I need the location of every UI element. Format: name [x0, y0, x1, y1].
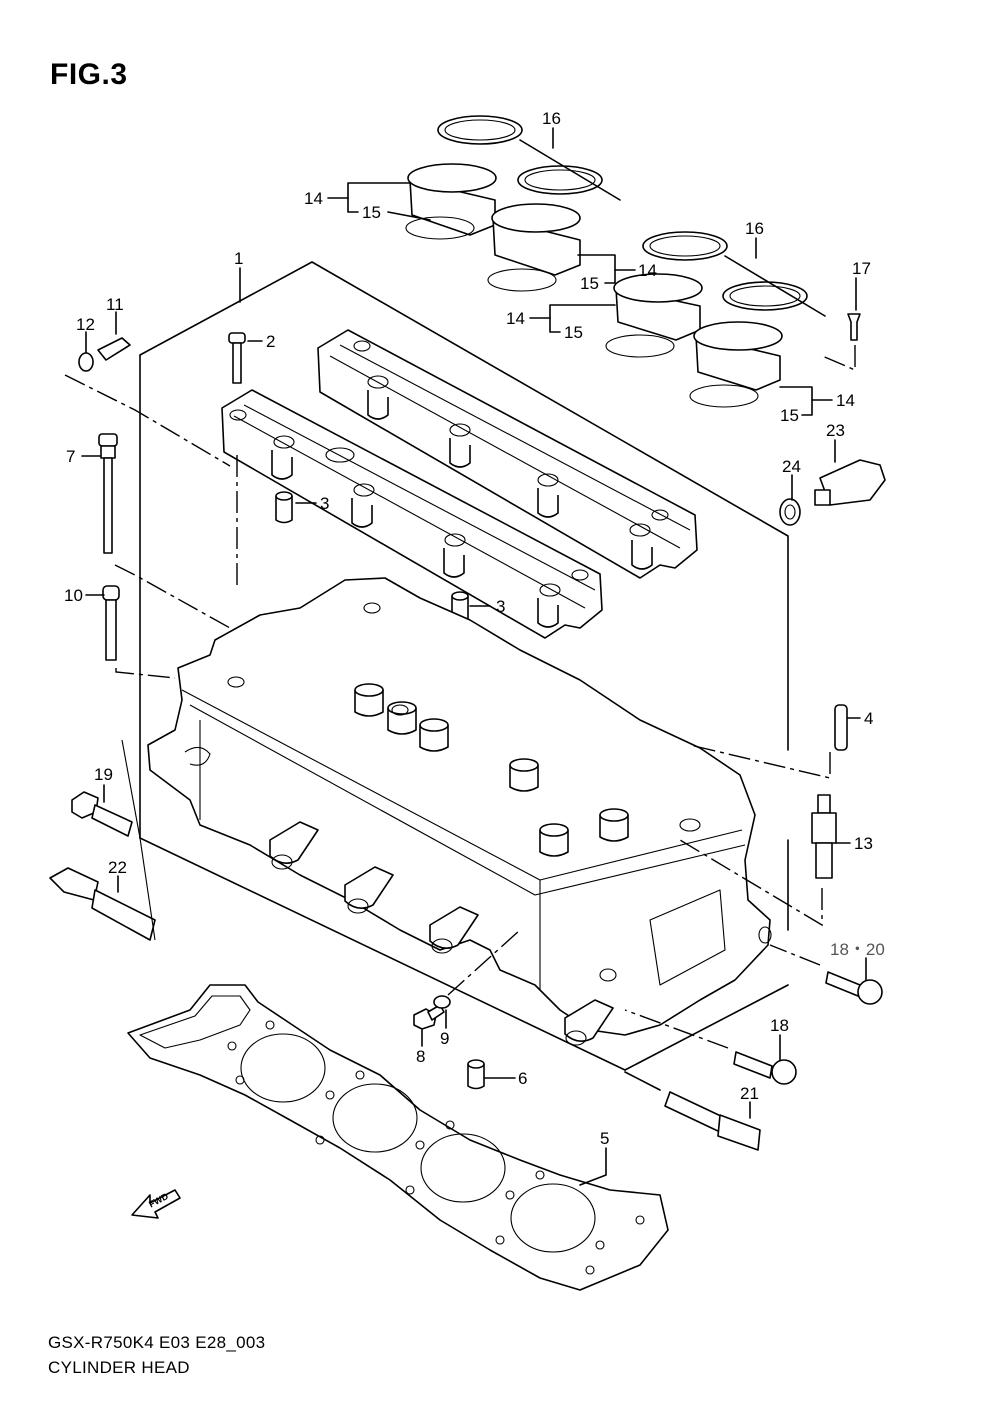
bolt-7: [98, 433, 231, 629]
callout-9: 9: [440, 1029, 449, 1048]
diagram-title: CYLINDER HEAD: [48, 1358, 190, 1377]
callout-16-b: 16: [745, 219, 764, 238]
washer-9: [433, 929, 521, 1009]
callout-4: 4: [864, 709, 873, 728]
bolt-19: [71, 791, 133, 837]
callout-6: 6: [518, 1069, 527, 1088]
camshaft-housing-rear: [317, 329, 698, 579]
leader-lines: [81, 127, 867, 1186]
callout-13: 13: [854, 834, 873, 853]
callout-5: 5: [600, 1129, 609, 1148]
callout-22: 22: [108, 858, 127, 877]
bolt-18-20: [769, 944, 883, 1005]
callout-14-c: 14: [506, 309, 525, 328]
callout-labels: 1 2 3 3 4 5 6 7 8 9 10 11 12 13 14 14 14…: [64, 109, 885, 1148]
assembly-boundary: [139, 261, 789, 1071]
callout-15-b: 15: [580, 274, 599, 293]
forward-arrow-icon: FWD: [131, 1189, 181, 1219]
model-code: GSX-R750K4 E03 E28_003: [48, 1333, 266, 1352]
callout-16-a: 16: [542, 109, 561, 128]
temperature-sensor: [814, 459, 886, 506]
callout-18-20: 18・20: [830, 940, 885, 959]
intake-pipe-group: [405, 115, 826, 408]
callout-24: 24: [782, 457, 801, 476]
callout-8: 8: [416, 1047, 425, 1066]
dowel-pin-gasket: [467, 1059, 485, 1090]
callout-17: 17: [852, 259, 871, 278]
callout-21: 21: [740, 1084, 759, 1103]
bolt-2: [228, 332, 246, 585]
callout-23: 23: [826, 421, 845, 440]
callout-18: 18: [770, 1016, 789, 1035]
callout-12: 12: [76, 315, 95, 334]
callout-7: 7: [66, 447, 75, 466]
screw-17: [819, 313, 861, 372]
cylinder-head-gasket: [127, 984, 669, 1291]
stud-bolt-22: [49, 867, 156, 941]
callout-15-a: 15: [362, 203, 381, 222]
figure-title: FIG.3: [50, 58, 128, 91]
oil-jet-fitting: [64, 337, 231, 467]
camshaft-housing-front: [221, 389, 603, 639]
bolt-10: [102, 585, 176, 679]
callout-10: 10: [64, 586, 83, 605]
callout-3-lower: 3: [496, 597, 505, 616]
bolt-18: [624, 1009, 797, 1085]
callout-15-c: 15: [564, 323, 583, 342]
callout-14-a: 14: [304, 189, 323, 208]
spark-plug: [679, 794, 837, 927]
cylinder-head-casting: [147, 577, 772, 1046]
callout-1: 1: [234, 249, 243, 268]
valve-guide-4: [689, 704, 848, 779]
bolt-8: [413, 1004, 445, 1030]
callout-11: 11: [106, 295, 124, 314]
callout-14-d: 14: [836, 391, 855, 410]
callout-19: 19: [94, 765, 113, 784]
stud-bolt-21: [624, 1071, 761, 1151]
dowel-pin-upper: [275, 491, 293, 524]
callout-15-d: 15: [780, 406, 799, 425]
callout-3-upper: 3: [320, 494, 329, 513]
left-bracket: [121, 739, 156, 941]
callout-2: 2: [266, 332, 275, 351]
callout-14-b: 14: [638, 261, 657, 280]
sensor-gasket: [779, 498, 801, 526]
